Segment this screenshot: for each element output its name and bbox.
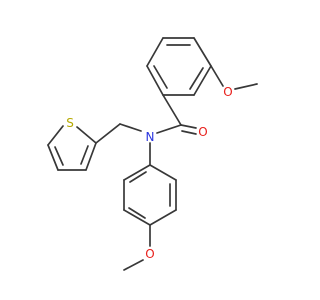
bottom-benzene-ring bbox=[123, 164, 177, 226]
bond bbox=[180, 124, 197, 129]
atom-label-o-methoxy-top: O bbox=[223, 85, 232, 99]
bond bbox=[123, 209, 151, 226]
bond bbox=[123, 164, 151, 181]
atom-label-o-methoxy-bottom: O bbox=[145, 247, 154, 261]
bond bbox=[146, 37, 164, 67]
atom-label-n-amide: N bbox=[146, 130, 155, 144]
bond bbox=[47, 144, 59, 171]
bond bbox=[234, 83, 258, 90]
bond bbox=[193, 37, 212, 67]
bond bbox=[210, 65, 224, 87]
bond bbox=[123, 259, 144, 271]
oxygen-atom-label: O bbox=[145, 247, 154, 261]
bond bbox=[119, 123, 142, 132]
bond bbox=[95, 123, 121, 144]
bond-inner bbox=[153, 65, 168, 89]
thiophene-ring bbox=[47, 125, 97, 171]
bond bbox=[149, 164, 177, 181]
bond bbox=[85, 142, 97, 171]
sulfur-atom-label: S bbox=[66, 116, 74, 130]
bond bbox=[162, 94, 182, 126]
bond-inner bbox=[128, 207, 146, 219]
bond bbox=[193, 65, 212, 96]
oxygen-atom-label: O bbox=[223, 85, 232, 99]
bond bbox=[149, 209, 177, 226]
bond-inner bbox=[129, 171, 147, 183]
bond-inner bbox=[189, 67, 204, 90]
top-benzene-ring bbox=[146, 37, 212, 96]
bond-inner bbox=[80, 145, 89, 165]
bond bbox=[146, 65, 164, 96]
bond bbox=[156, 124, 182, 134]
bond bbox=[76, 126, 97, 144]
oxygen-atom-label: O bbox=[198, 125, 207, 139]
nitrogen-atom-label: N bbox=[146, 130, 155, 144]
bond-inner bbox=[54, 146, 64, 166]
atom-label-s: S bbox=[66, 116, 74, 130]
atom-label-o-carbonyl: O bbox=[198, 125, 207, 139]
bond bbox=[47, 125, 64, 146]
molecule-structure-canvas: S O O N O bbox=[47, 37, 258, 271]
bond bbox=[181, 130, 197, 135]
